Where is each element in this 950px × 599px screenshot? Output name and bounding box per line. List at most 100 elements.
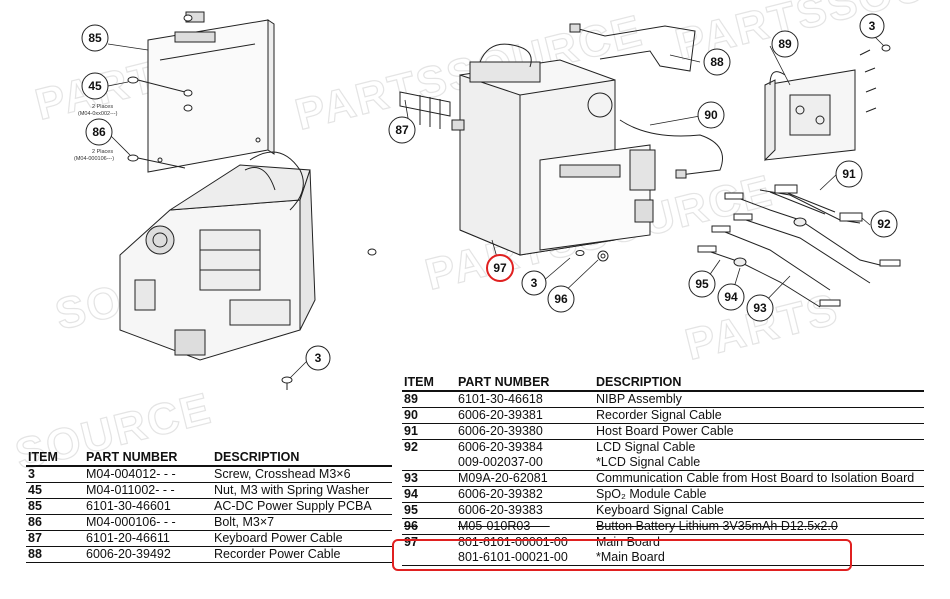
description-line2: *LCD Signal Cable [596, 455, 701, 469]
cell-item: 87 [26, 530, 84, 547]
svg-text:93: 93 [753, 301, 767, 315]
part-number-line2: 801-6101-00021-00 [458, 550, 568, 564]
note-45-line2: (M04-0xx002---) [78, 111, 118, 117]
callout-97[interactable]: 97 [486, 254, 514, 282]
callouts: 85 45 86 87 88 90 89 3 91 92 97 3 96 95 … [81, 13, 898, 371]
callout-90[interactable]: 90 [697, 101, 725, 129]
button-battery [597, 250, 609, 262]
part-number-line1: 801-6101-00001-00 [458, 535, 568, 549]
cell-part-number: M09A-20-62081 [456, 470, 594, 487]
screw-3-top-left [183, 14, 193, 22]
cell-item: 85 [26, 498, 84, 515]
cell-item: 86 [26, 514, 84, 531]
callout-88[interactable]: 88 [703, 48, 731, 76]
recorder-power-cable [569, 23, 696, 72]
callout-93[interactable]: 93 [746, 294, 774, 322]
svg-text:89: 89 [778, 37, 792, 51]
cell-item: 88 [26, 546, 84, 563]
callout-86[interactable]: 86 [85, 118, 113, 146]
cell-item: 93 [402, 470, 456, 487]
part-number-line2: 009-002037-00 [458, 455, 543, 469]
svg-text:3: 3 [869, 19, 876, 33]
callout-91[interactable]: 91 [835, 160, 863, 188]
cell-description: Keyboard Signal Cable [594, 502, 924, 519]
power-supply-pcba [147, 11, 275, 173]
callout-87[interactable]: 87 [388, 116, 416, 144]
screw-45 [127, 76, 193, 112]
svg-text:3: 3 [315, 351, 322, 365]
part-number-line1: 6006-20-39384 [458, 440, 543, 454]
svg-text:94: 94 [724, 290, 738, 304]
callout-85[interactable]: 85 [81, 24, 109, 52]
main-chassis [119, 151, 316, 361]
cell-description: Host Board Power Cable [594, 423, 924, 440]
svg-text:95: 95 [695, 277, 709, 291]
cell-item: 3 [26, 466, 84, 483]
screw-86 [127, 154, 186, 169]
svg-text:88: 88 [710, 55, 724, 69]
header-description: DESCRIPTION [594, 375, 924, 392]
note-45-line1: 2 Places [92, 104, 113, 110]
cell-description: Keyboard Power Cable [212, 530, 392, 547]
screw-3-lower-left [281, 248, 377, 390]
cell-description: AC-DC Power Supply PCBA [212, 498, 392, 515]
description-line2: *Main Board [596, 550, 665, 564]
svg-text:45: 45 [88, 79, 102, 93]
cell-description: Nut, M3 with Spring Washer [212, 482, 392, 499]
cell-part-number: M04-000106- - - [84, 514, 212, 531]
cell-part-number: M05-010R03- - - [456, 518, 594, 535]
cell-description: Button Battery Lithium 3V35mAh D12.5x2.0 [594, 518, 924, 535]
callout-89[interactable]: 89 [771, 30, 799, 58]
cell-part-number: 6006-20-39492 [84, 546, 212, 563]
cell-part-number: 6006-20-39381 [456, 407, 594, 424]
cell-part-number: 6101-30-46618 [456, 391, 594, 408]
callout-92[interactable]: 92 [870, 210, 898, 238]
main-board-highlight-box [392, 539, 852, 571]
cell-part-number: 6006-20-39380 [456, 423, 594, 440]
svg-text:85: 85 [88, 31, 102, 45]
keyboard-power-cable [399, 91, 465, 131]
note-86-line1: 2 Places [92, 149, 113, 155]
cell-part-number: M04-011002- - - [84, 482, 212, 499]
svg-text:3: 3 [531, 276, 538, 290]
cell-item: 91 [402, 423, 456, 440]
cell-part-number: 6101-20-46611 [84, 530, 212, 547]
svg-text:92: 92 [877, 217, 891, 231]
callout-95[interactable]: 95 [688, 270, 716, 298]
cell-description: LCD Signal Cable*LCD Signal Cable [594, 439, 924, 471]
cell-item: 94 [402, 486, 456, 503]
cell-item: 95 [402, 502, 456, 519]
header-item: ITEM [402, 375, 456, 392]
cell-item: 92 [402, 439, 456, 471]
cell-description: Recorder Power Cable [212, 546, 392, 563]
cell-description: Communication Cable from Host Board to I… [594, 470, 924, 487]
callout-45[interactable]: 45 [81, 72, 109, 100]
svg-text:90: 90 [704, 108, 718, 122]
cell-description: SpO₂ Module Cable [594, 486, 924, 503]
cell-description: Screw, Crosshead M3×6 [212, 466, 392, 483]
callout-3-center[interactable]: 3 [521, 270, 547, 296]
callout-96[interactable]: 96 [547, 285, 575, 313]
callout-94[interactable]: 94 [717, 283, 745, 311]
svg-text:86: 86 [92, 125, 106, 139]
table-header-row: ITEM PART NUMBER DESCRIPTION [26, 450, 392, 467]
recorder-signal-cable [619, 119, 723, 179]
cell-item: 89 [402, 391, 456, 408]
header-part-number: PART NUMBER [84, 450, 212, 467]
ribbon-cables [697, 184, 901, 308]
callout-3-top-right[interactable]: 3 [859, 13, 885, 39]
callout-3-lower-left[interactable]: 3 [305, 345, 331, 371]
